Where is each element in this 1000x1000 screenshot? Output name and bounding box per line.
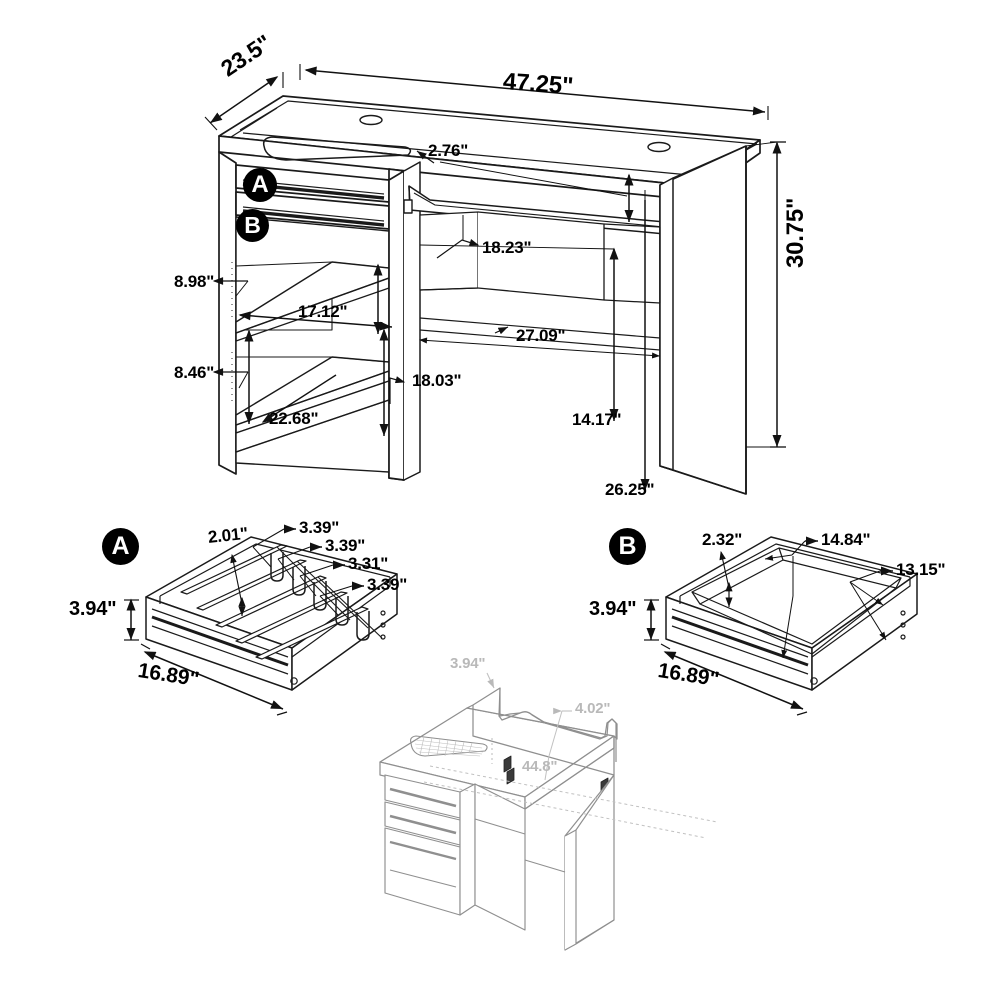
main-dimension-lines [204, 64, 786, 491]
dim-lower-shelf-depth: 22.68" [269, 409, 319, 428]
dim-width: 47.25" [502, 68, 575, 101]
badge-drawer-a-detail: A [102, 528, 139, 565]
badge-drawer-b-detail: B [609, 528, 646, 565]
dim-a-slot-4: 3.39" [367, 575, 408, 594]
dim-lower-shelf-gap: 8.46" [174, 363, 215, 382]
hutch-dimension-lines [423, 672, 718, 839]
main-desk-geometry [218, 95, 761, 495]
dim-keyboard-gap: 2.76" [428, 141, 469, 160]
dim-b-inner-width: 14.84" [821, 530, 871, 549]
dim-upper-shelf-depth: 17.12" [298, 302, 348, 321]
dim-cabinet-depth: 18.03" [412, 371, 462, 390]
drawer-a-dimension-lines [124, 524, 364, 716]
dim-knee-height: 14.17" [572, 410, 622, 429]
dim-a-slot-1: 3.39" [299, 518, 340, 537]
badge-drawer-a-main: A [243, 168, 277, 202]
dim-knee-depth: 27.09" [516, 326, 566, 345]
dim-knee-width: 18.23" [482, 238, 532, 257]
dim-a-height: 3.94" [69, 598, 117, 620]
drawer-b-dimension-lines [644, 536, 893, 716]
dim-a-slot-3: 3.31" [348, 554, 389, 573]
dim-hutch-height: 3.94" [450, 655, 486, 672]
dim-b-height: 3.94" [589, 598, 637, 620]
hutch-view-geometry [379, 687, 618, 951]
dim-a-divider-height: 2.01" [207, 523, 249, 547]
dim-b-side-height: 2.32" [702, 530, 743, 549]
dim-a-slot-2: 3.39" [325, 536, 366, 555]
dim-leg-height: 26.25" [605, 480, 655, 499]
badge-drawer-b-main: B [236, 209, 269, 242]
dim-hutch-depth: 4.02" [575, 700, 611, 717]
dim-hutch-width: 44.8" [522, 758, 558, 775]
dim-height: 30.75" [782, 197, 809, 268]
dim-upper-shelf-gap: 8.98" [174, 272, 215, 291]
dim-b-inner-depth: 13.15" [896, 560, 946, 579]
